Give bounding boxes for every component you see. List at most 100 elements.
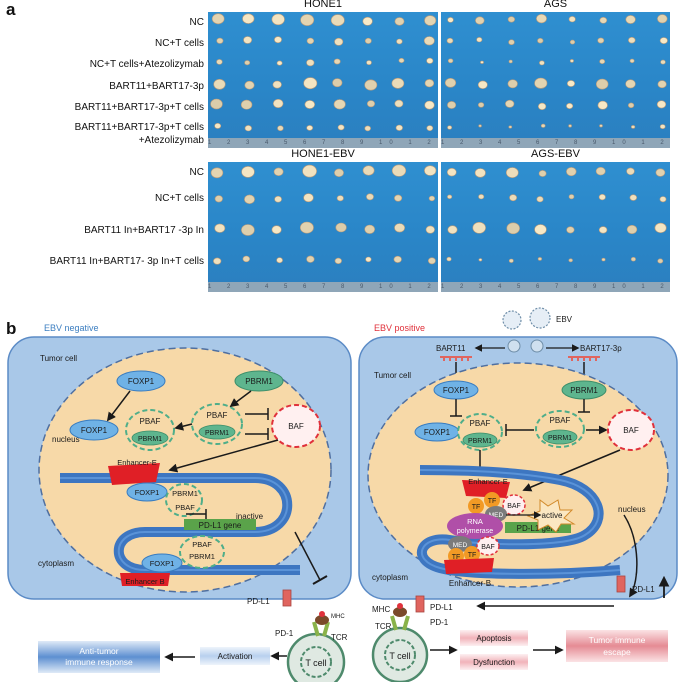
tumor-specimen (242, 13, 255, 24)
tumor-specimen (300, 14, 315, 26)
tumor-specimen (214, 123, 222, 129)
right-baf-lower (476, 536, 500, 556)
tumor-specimen (213, 257, 222, 265)
tumor-specimen (335, 222, 347, 233)
tumor-specimen (476, 37, 483, 43)
tumor-specimen (391, 164, 407, 177)
right-escape-label-2: escape (603, 647, 631, 657)
left-mhc-label: MHC (331, 614, 345, 620)
bart17-label: BART17-3p (580, 344, 622, 353)
tumor-specimen (214, 195, 223, 203)
top-row-labels: NC NC+T cells NC+T cells+Atezolizymab BA… (0, 0, 204, 160)
left-tcr (312, 621, 330, 637)
panel-b-diagram: b EBV negative Tumor cell nucleus cytopl… (6, 307, 678, 682)
row-label: BART11+BART17-3p+T cells (74, 122, 204, 133)
right-active-label: active (542, 511, 563, 520)
tumor-specimen (657, 80, 667, 89)
right-mhc-peptide (397, 603, 403, 609)
row-label: NC (189, 17, 204, 28)
tumor-specimen (364, 37, 372, 44)
tumor-specimen (508, 125, 513, 129)
tumor-specimen (423, 36, 435, 46)
tumor-specimen (629, 58, 635, 64)
tumor-specimen (398, 57, 405, 63)
left-tcell-nucleus (300, 646, 332, 678)
right-tcell-nucleus (384, 639, 416, 671)
left-dna-line (60, 477, 300, 571)
tumor-specimen (276, 60, 283, 66)
left-foxp1-enh-label: FOXP1 (135, 488, 160, 497)
right-enhancer-e (462, 480, 510, 498)
tumor-specimen (655, 168, 666, 177)
row-label: NC+T cells (155, 38, 204, 49)
right-active-burst (526, 499, 576, 533)
right-tf-3-label: TF (452, 554, 461, 561)
left-immune-label: immune response (65, 657, 133, 667)
panel-b-letter: b (6, 319, 16, 338)
tumor-specimen (627, 102, 635, 109)
left-pdl1-label: PD-L1 (247, 597, 270, 606)
tumor-specimen (509, 194, 517, 202)
tumor-specimen (626, 167, 635, 176)
tumor-specimen (657, 14, 668, 24)
tumor-specimen (366, 193, 374, 201)
left-pbaf-lower (179, 535, 225, 569)
right-apoptosis-label: Apoptosis (476, 634, 511, 643)
tumor-specimen (333, 99, 346, 110)
right-mhc-label: MHC (372, 605, 390, 614)
tumor-specimen (654, 222, 667, 233)
left-pbrm1-top (234, 370, 284, 392)
left-foxp1-enh (126, 482, 168, 502)
tumor-specimen (446, 37, 454, 44)
tumor-specimen (534, 224, 547, 235)
tumor-specimen (568, 258, 573, 263)
tumor-specimen (213, 79, 226, 90)
left-enhancer-e-label: Enhancer-E (117, 458, 157, 467)
tumor-specimen (597, 100, 608, 110)
tumor-specimen (391, 77, 405, 89)
tumor-specimen (508, 39, 515, 46)
tumor-specimens (210, 13, 668, 265)
right-rna-label: RNA (467, 517, 483, 526)
right-escape-box (566, 630, 668, 662)
left-enhancer-e (108, 463, 160, 485)
tumor-specimen (508, 59, 513, 64)
tumor-specimen (364, 125, 371, 132)
ebv-label: EBV (556, 315, 573, 324)
right-nucleus-label: nucleus (618, 505, 646, 514)
left-nucleus-label: nucleus (52, 435, 80, 444)
left-foxp1-mid-label: FOXP1 (81, 426, 108, 435)
tumor-specimen (478, 194, 485, 200)
tumor-specimen (628, 36, 636, 44)
tumor-specimen (273, 99, 284, 109)
tumor-specimen (216, 59, 223, 65)
tumor-specimen (241, 166, 255, 178)
tumor-specimen (303, 77, 318, 90)
right-foxp1-mid-label: FOXP1 (424, 428, 451, 437)
photo-title: AGS (543, 0, 568, 10)
left-foxp1-lower-label: FOXP1 (150, 559, 175, 568)
left-pbaf-enh (165, 483, 203, 517)
row-label: NC+T cells (155, 193, 204, 204)
left-pbrm1-in-complex-label: PBRM1 (138, 436, 162, 443)
tumor-specimen (474, 168, 486, 178)
left-pdl1-gene-label: PD-L1 gene (199, 521, 242, 530)
tumor-specimen (444, 78, 457, 88)
left-tcr-label: TCR (331, 633, 348, 642)
left-cytoplasm-label: cytoplasm (38, 559, 74, 568)
tumor-specimen (536, 196, 544, 203)
tumor-specimen (242, 255, 251, 263)
tumor-specimen (424, 15, 437, 26)
tumor-specimen (625, 15, 636, 24)
tumor-specimen (274, 36, 282, 44)
tumor-specimen (656, 100, 667, 109)
tumor-specimen (211, 13, 225, 25)
tumor-specimen (598, 226, 608, 234)
tumor-specimen (537, 102, 547, 110)
tumor-specimen (657, 258, 664, 264)
tumor-specimen (364, 224, 376, 234)
left-foxp1-top-label: FOXP1 (128, 377, 155, 386)
left-enhancer-b-label: Enhancer B (125, 577, 164, 586)
right-tf-4 (464, 546, 480, 562)
tumor-specimen (332, 78, 343, 88)
